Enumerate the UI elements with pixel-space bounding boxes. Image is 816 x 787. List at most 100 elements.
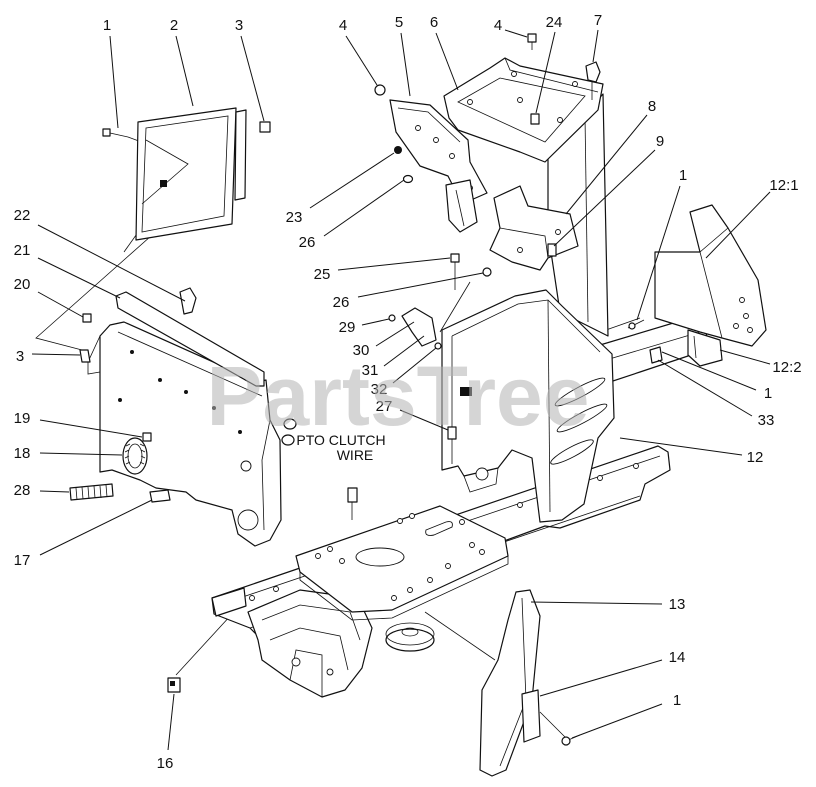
part-2-side-bracket xyxy=(234,109,247,201)
dash-tower-foot xyxy=(463,467,499,493)
guide-line xyxy=(175,613,233,676)
fender-boss xyxy=(283,418,297,430)
part-21-fender-edge xyxy=(261,419,271,531)
leader-line xyxy=(399,409,449,431)
leader-line xyxy=(175,35,194,107)
dash-tower-slot xyxy=(556,403,608,433)
guide-line xyxy=(35,227,161,351)
part-18-ring-inner xyxy=(127,443,143,469)
part-32-nut xyxy=(434,342,442,350)
part-12-dash-tower-edge xyxy=(547,299,551,513)
frame-hole xyxy=(249,595,255,601)
leader-line xyxy=(392,347,437,384)
leader-line xyxy=(357,272,484,298)
callout-16: 16 xyxy=(157,755,174,772)
dash-tower-foot-hole xyxy=(475,467,489,481)
part-6-tray-hole xyxy=(557,117,563,123)
pto-clutch-wire-connector xyxy=(347,487,358,503)
part-7-clip xyxy=(585,61,601,83)
pto-pulley-hub xyxy=(401,627,419,637)
frame-hole xyxy=(517,502,523,508)
callout-2: 2 xyxy=(170,17,178,34)
part-2-panel-group xyxy=(102,107,271,241)
part-12-1-shroud-hole xyxy=(747,327,753,333)
part-12-2-bracket-edge xyxy=(693,335,697,359)
callout-20: 20 xyxy=(14,276,31,293)
part-3-fastener xyxy=(259,121,271,133)
fender-hole xyxy=(212,406,216,410)
guide-line xyxy=(439,281,471,333)
frame-end-bracket xyxy=(211,587,247,617)
leader-line xyxy=(167,693,175,751)
leader-line xyxy=(657,359,753,417)
callout-1: 1 xyxy=(764,385,772,402)
leader-line xyxy=(553,149,656,247)
seat-plate-hole xyxy=(427,577,433,583)
fender-boss xyxy=(281,434,295,446)
seat-plate-hole xyxy=(391,595,397,601)
guide-line xyxy=(424,611,496,661)
lower-parts xyxy=(167,487,581,777)
seat-plate-hole xyxy=(327,546,333,552)
part-6-tray-hole xyxy=(467,99,473,105)
callout-1: 1 xyxy=(673,692,681,709)
leader-line xyxy=(337,257,451,271)
part-26-nut xyxy=(482,267,492,277)
annotation-line-1: PTO CLUTCH xyxy=(296,432,385,448)
callout-7: 7 xyxy=(594,12,602,29)
steering-column-edge xyxy=(584,115,589,323)
part-22-clip xyxy=(179,287,197,315)
part-6-tray-inner xyxy=(457,77,586,143)
leader-line xyxy=(565,114,648,215)
callout-26: 26 xyxy=(299,234,316,251)
callout-3: 3 xyxy=(235,17,243,34)
part-25-bolt xyxy=(450,253,460,263)
part-12-1-shroud xyxy=(654,204,767,347)
part-21-fender-edge xyxy=(117,331,263,397)
leader-line xyxy=(661,351,757,391)
part-21-fender-edge xyxy=(87,335,101,375)
part-26-spacer xyxy=(402,174,414,184)
seat-plate-hole xyxy=(469,542,475,548)
callout-4: 4 xyxy=(494,17,502,34)
part-1-bolt-head xyxy=(628,322,636,330)
leader-line xyxy=(383,335,425,367)
leader-line xyxy=(636,185,681,321)
part-33-spacer xyxy=(649,346,663,364)
leader-line xyxy=(539,659,663,697)
part-20-bolt xyxy=(82,313,92,323)
pto-pulley xyxy=(385,628,435,652)
frame-right-extension-edge xyxy=(605,331,701,361)
callout-6: 6 xyxy=(430,14,438,31)
pto-pulley-groove xyxy=(385,622,435,646)
fender-hole xyxy=(158,378,162,382)
callout-28: 28 xyxy=(14,482,31,499)
callout-26: 26 xyxy=(333,294,350,311)
part-8-bracket-edge xyxy=(499,227,549,259)
part-17-slider xyxy=(149,489,171,503)
part-4-ball xyxy=(374,84,386,96)
fender-hole xyxy=(184,390,188,394)
part-21-fender-panel xyxy=(99,321,282,547)
leader-line xyxy=(345,35,378,86)
callout-5: 5 xyxy=(395,14,403,31)
seat-plate-hole xyxy=(479,549,485,555)
leader-line xyxy=(240,35,265,122)
leader-line xyxy=(37,257,121,299)
part-19-bolt xyxy=(142,432,152,442)
watermark: PartsTree xyxy=(207,349,590,443)
callout-18: 18 xyxy=(14,445,31,462)
part-12-1-shroud-hole xyxy=(743,313,749,319)
part-6-tray xyxy=(443,57,604,163)
part-4-screw xyxy=(527,33,537,43)
fender-hole xyxy=(240,460,252,472)
part-1-bolt-shank xyxy=(109,132,129,138)
leader-line xyxy=(435,32,459,91)
dash-tower-slot xyxy=(554,377,606,407)
part-27-bolt xyxy=(447,426,457,440)
callout-9: 9 xyxy=(656,133,664,150)
part-6-tray-flange xyxy=(504,57,599,93)
callout-3: 3 xyxy=(16,348,24,365)
part-14-bar xyxy=(521,689,541,743)
